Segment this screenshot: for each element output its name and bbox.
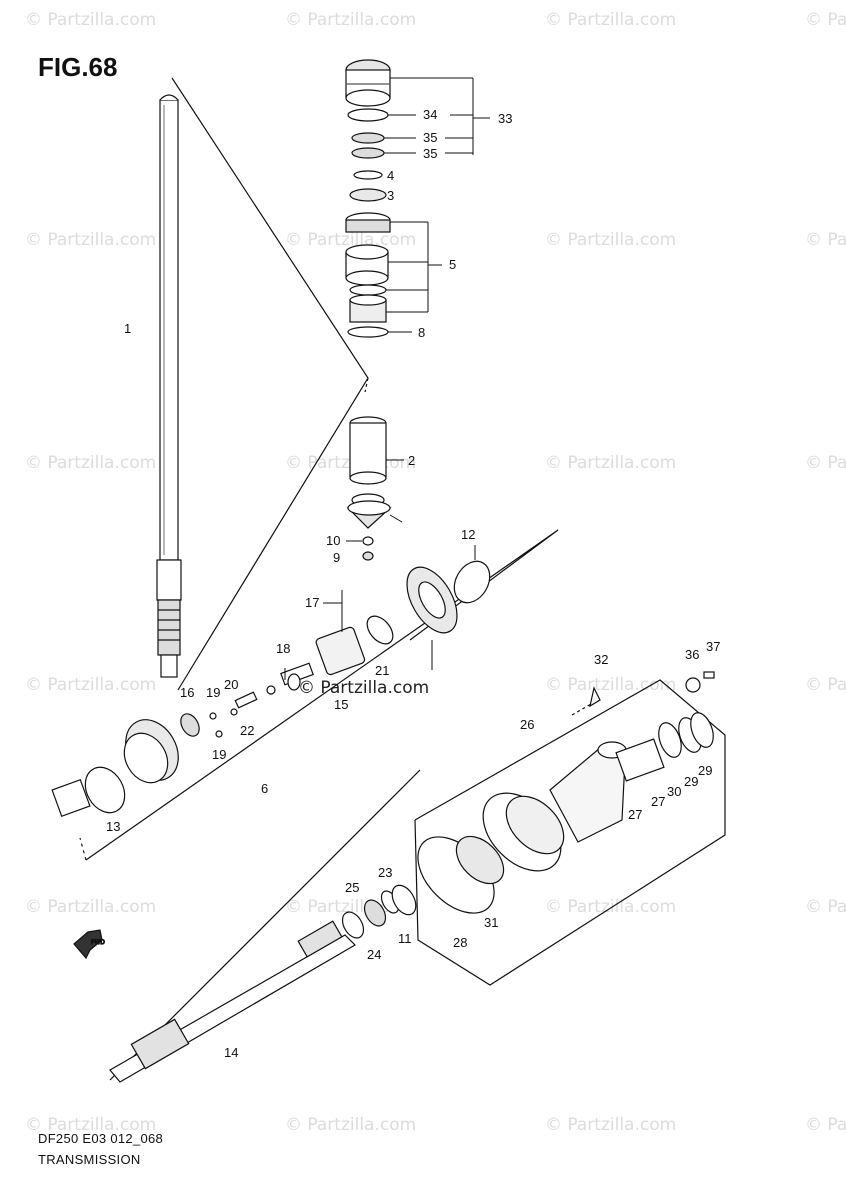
callout-19-a: 19	[206, 685, 220, 700]
callout-4: 4	[387, 168, 394, 183]
callout-33: 33	[498, 111, 512, 126]
watermark-text: © Partzilla.com	[545, 897, 676, 917]
callout-32: 32	[594, 652, 608, 667]
watermark-text: © Partzilla.com	[545, 453, 676, 473]
watermarks: © Partzilla.com © Partzilla.com © Partzi…	[25, 10, 846, 1135]
watermark-text: © Partzilla.com	[25, 230, 156, 250]
callout-29-b: 29	[698, 763, 712, 778]
bearing-housing-assembly	[417, 671, 715, 914]
watermark-text: © Partzilla.com	[805, 1115, 846, 1135]
callout-31: 31	[484, 915, 498, 930]
callout-15: 15	[334, 697, 348, 712]
callout-5: 5	[449, 257, 456, 272]
callout-14: 14	[224, 1045, 238, 1060]
reverse-gear-assembly	[51, 712, 223, 818]
watermark-text: © Partzilla.com	[805, 897, 846, 917]
watermark-text: © Partzilla.com	[545, 230, 676, 250]
callout-21: 21	[375, 663, 389, 678]
callout-12: 12	[461, 527, 475, 542]
front-direction-arrow-icon: FWD	[73, 929, 106, 960]
drive-shaft-part-1	[156, 94, 182, 678]
sleeve-leaders	[346, 459, 404, 542]
callout-11: 11	[398, 931, 412, 946]
callout-27-a: 27	[651, 794, 665, 809]
watermark-text: © Partzilla.com	[545, 10, 676, 30]
callout-20: 20	[224, 677, 238, 692]
watermark-text: © Partzilla.com	[805, 675, 846, 695]
callout-6: 6	[261, 781, 268, 796]
callout-8: 8	[418, 325, 425, 340]
propeller-shaft-part-14	[109, 884, 417, 1083]
callout-19-b: 19	[212, 747, 226, 762]
callout-18: 18	[276, 641, 290, 656]
bearing-stack	[345, 59, 391, 338]
callout-35-a: 35	[423, 130, 437, 145]
watermark-text: © Partzilla.com	[285, 1115, 416, 1135]
diagram-code: DF250 E03 012_068	[38, 1131, 164, 1146]
bearing-stack-leaders	[384, 77, 490, 333]
callout-27-b: 27	[628, 807, 642, 822]
callout-37: 37	[706, 639, 720, 654]
callout-2: 2	[408, 453, 415, 468]
watermark-center: © Partzilla.com	[298, 678, 429, 698]
callout-26: 26	[520, 717, 534, 732]
callout-10: 10	[326, 533, 340, 548]
callout-28: 28	[453, 935, 467, 950]
callout-24: 24	[367, 947, 381, 962]
watermark-text: © Partzilla.com	[545, 675, 676, 695]
figure-title: FIG.68	[38, 52, 118, 82]
callout-23: 23	[378, 865, 392, 880]
svg-text:FWD: FWD	[91, 940, 105, 946]
callout-29-a: 29	[684, 774, 698, 789]
forward-gear-assembly	[230, 560, 491, 716]
diagram-caption: TRANSMISSION	[38, 1152, 141, 1167]
sleeve-and-pinion	[346, 416, 392, 561]
callout-16: 16	[180, 685, 194, 700]
callout-35-b: 35	[423, 146, 437, 161]
watermark-text: © Partzilla.com	[285, 10, 416, 30]
watermark-text: © Partzilla.com	[805, 453, 846, 473]
watermark-text: © Partzilla.com	[285, 230, 416, 250]
callout-17: 17	[305, 595, 319, 610]
watermark-text: © Partzilla.com	[805, 10, 846, 30]
watermark-text: © Partzilla.com	[25, 675, 156, 695]
callout-3: 3	[387, 188, 394, 203]
callout-9: 9	[333, 550, 340, 565]
callout-13: 13	[106, 819, 120, 834]
callout-30: 30	[667, 784, 681, 799]
callout-labels: 1 2 3 4 5 6 8 9 10 11 12 13 14 15 16 17 …	[106, 107, 720, 1060]
callout-1: 1	[124, 321, 131, 336]
watermark-text: © Partzilla.com	[545, 1115, 676, 1135]
callout-25: 25	[345, 880, 359, 895]
watermark-text: © Partzilla.com	[25, 453, 156, 473]
watermark-text: © Partzilla.com	[805, 230, 846, 250]
callout-36: 36	[685, 647, 699, 662]
watermark-text: © Partzilla.com	[25, 897, 156, 917]
callout-22: 22	[240, 723, 254, 738]
gear-leaders	[284, 545, 476, 680]
callout-34: 34	[423, 107, 437, 122]
watermark-text: © Partzilla.com	[25, 10, 156, 30]
watermark-text: © Partzilla.com	[25, 1115, 156, 1135]
